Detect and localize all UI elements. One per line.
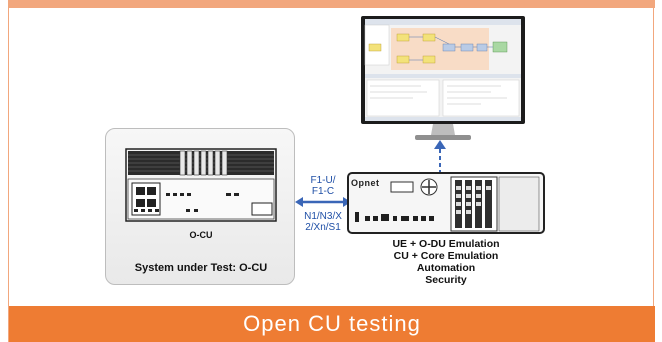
capability-automation: Automation [416, 262, 476, 274]
footer-title: Open CU testing [243, 311, 421, 336]
capability-security: Security [425, 274, 467, 286]
test-equipment-icon [347, 172, 545, 234]
interface-f1-line1: F1-U/ [310, 175, 336, 186]
footer-banner: Open CU testing [9, 306, 655, 342]
o-cu-label: O-CU [189, 230, 213, 240]
interface-label-f1: F1-U/ F1-C [300, 175, 346, 197]
interface-label-n1: N1/N3/X 2/Xn/S1 [298, 211, 348, 233]
diagram-frame: O-CU System under Test: O-CU F1-U/ F1-C … [8, 0, 655, 342]
interface-f1-line2: F1-C [311, 186, 335, 197]
dashed-arrow-up-icon [434, 140, 446, 173]
tester-brand-logo: Opnet [351, 178, 380, 188]
interface-n1-line2: 2/Xn/S1 [305, 222, 341, 233]
top-accent-bar [9, 0, 655, 8]
o-cu-device-icon [125, 148, 277, 222]
interface-n1-line1: N1/N3/X [304, 211, 342, 222]
capability-ue-odu: UE + O-DU Emulation [392, 238, 500, 250]
tester-capabilities: UE + O-DU Emulation CU + Core Emulation … [381, 238, 511, 286]
system-under-test-box: O-CU System under Test: O-CU [105, 128, 295, 285]
capability-cu-core: CU + Core Emulation [393, 250, 499, 262]
bidirectional-arrow-icon [295, 197, 351, 207]
monitor-icon [361, 16, 525, 140]
system-under-test-caption: System under Test: O-CU [134, 262, 268, 274]
